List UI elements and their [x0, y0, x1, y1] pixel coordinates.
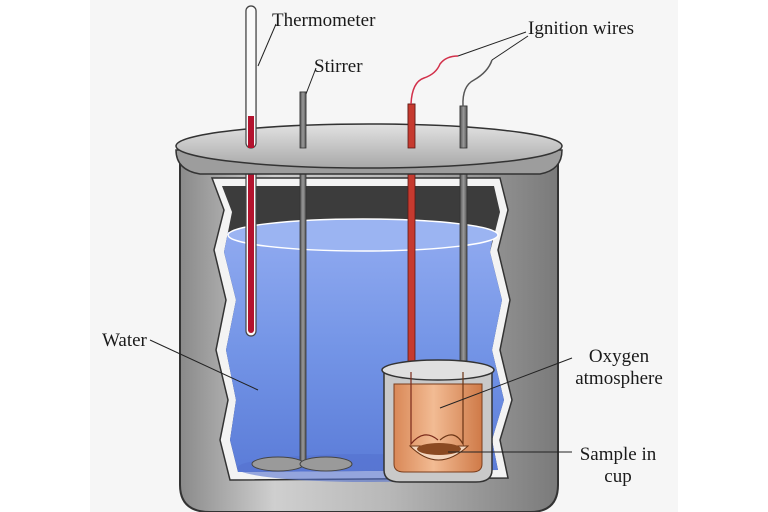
water-surface: [227, 218, 499, 252]
water-leader: [149, 339, 259, 391]
label-thermometer: Thermometer: [272, 10, 376, 31]
ignition-wire-gray: [462, 59, 493, 107]
bomb-vessel: [381, 359, 495, 483]
sample: [417, 443, 461, 455]
label-sample-line1: Sample in: [579, 444, 657, 465]
label-stirrer: Stirrer: [314, 56, 363, 77]
ignition-leader-2: [491, 35, 529, 61]
leader-lines: [149, 23, 573, 453]
label-ignition-wires: Ignition wires: [528, 18, 635, 39]
label-sample-line2: cup: [604, 466, 632, 487]
label-oxygen-line1: Oxygen: [588, 346, 650, 367]
ignition-wire-red: [410, 55, 459, 105]
stirrer: [251, 91, 353, 472]
container-lid: [175, 123, 563, 175]
label-oxygen-line2: atmosphere: [575, 368, 663, 389]
ignition-leader-1: [457, 31, 527, 57]
thermometer-leader: [257, 23, 277, 67]
above-lid-parts: [245, 5, 493, 149]
label-oxygen-atmosphere: Oxygen atmosphere: [574, 346, 664, 390]
label-water: Water: [102, 330, 147, 351]
oxygen-leader: [439, 357, 573, 409]
stirrer-leader: [305, 67, 317, 95]
label-sample-in-cup: Sample in cup: [568, 444, 668, 488]
